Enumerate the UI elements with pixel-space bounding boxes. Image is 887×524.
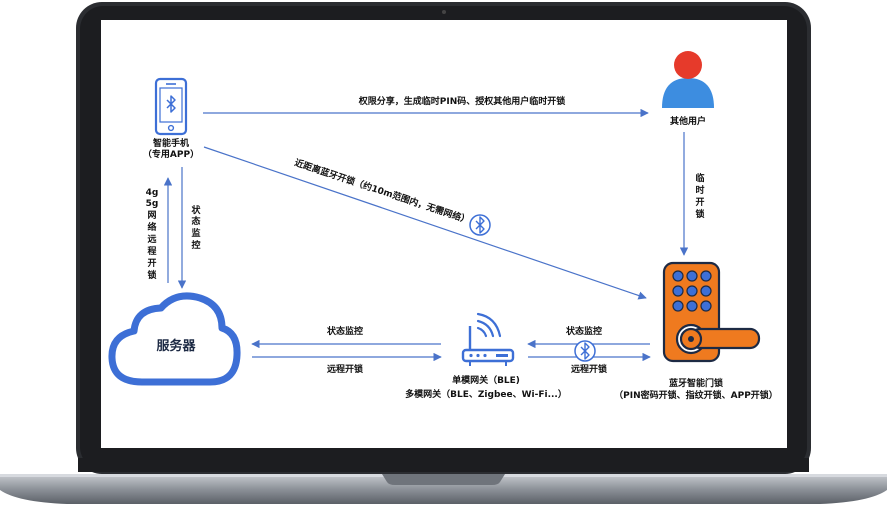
edge-lock-to-gateway-label: 状态监控 <box>566 325 602 337</box>
server-node: 服务器 <box>108 292 241 386</box>
user-icon <box>662 51 714 108</box>
edge-phone-monitor-label: 状 态 监 控 <box>191 204 201 251</box>
svg-text:远: 远 <box>147 234 157 245</box>
phone-sublabel: （专用APP） <box>143 148 199 160</box>
edge-gateway-to-lock-label: 远程开锁 <box>571 363 607 375</box>
svg-text:程: 程 <box>147 245 156 257</box>
svg-text:网: 网 <box>147 210 156 221</box>
other-user-node: 其他用户 <box>662 51 714 127</box>
gateway-sublabel: 多模网关（BLE、Zigbee、Wi-Fi...） <box>405 388 567 400</box>
server-label: 服务器 <box>156 338 196 354</box>
smartphone-bluetooth-icon <box>154 77 188 136</box>
edge-phone-to-lock <box>203 146 647 300</box>
lock-node: 蓝牙智能门锁 （PIN密码开锁、指纹开锁、APP开锁） <box>614 261 778 401</box>
lock-sublabel: （PIN密码开锁、指纹开锁、APP开锁） <box>614 389 778 401</box>
edge-server-to-gateway-label: 远程开锁 <box>327 363 363 375</box>
cloud-icon <box>108 292 241 386</box>
bluetooth-icon <box>574 340 596 362</box>
edge-server-to-phone-label: 4g 5g 网 络 远 程 开 锁 <box>146 188 159 281</box>
lock-label: 蓝牙智能门锁 <box>669 377 723 389</box>
svg-text:4g: 4g <box>146 188 159 198</box>
svg-text:开: 开 <box>695 197 704 208</box>
laptop-notch <box>382 474 505 485</box>
svg-text:状: 状 <box>191 204 201 216</box>
svg-text:锁: 锁 <box>147 269 156 281</box>
keypad-door-lock-icon <box>662 261 761 363</box>
svg-text:临: 临 <box>695 172 704 184</box>
router-wifi-icon <box>461 312 515 366</box>
user-label: 其他用户 <box>670 115 706 127</box>
phone-label: 智能手机 <box>153 137 189 149</box>
svg-text:锁: 锁 <box>695 208 704 220</box>
gateway-node: 单模网关（BLE) 多模网关（BLE、Zigbee、Wi-Fi...） <box>405 312 567 400</box>
bluetooth-icon <box>469 214 491 236</box>
svg-text:5g: 5g <box>146 199 159 209</box>
gateway-label: 单模网关（BLE) <box>452 374 520 386</box>
svg-text:时: 时 <box>695 184 704 196</box>
svg-text:态: 态 <box>191 215 200 227</box>
svg-text:开: 开 <box>147 258 156 269</box>
phone-node: 智能手机 （专用APP） <box>143 77 199 160</box>
svg-text:监: 监 <box>191 227 200 239</box>
edge-phone-to-user-label: 权限分享，生成临时PIN码、授权其他用户临时开锁 <box>358 95 565 107</box>
svg-text:络: 络 <box>147 221 156 233</box>
edge-gateway-to-server-label: 状态监控 <box>327 325 363 337</box>
edge-user-to-lock-label: 临 时 开 锁 <box>695 172 704 220</box>
svg-text:控: 控 <box>191 239 200 251</box>
laptop-base <box>0 474 887 504</box>
